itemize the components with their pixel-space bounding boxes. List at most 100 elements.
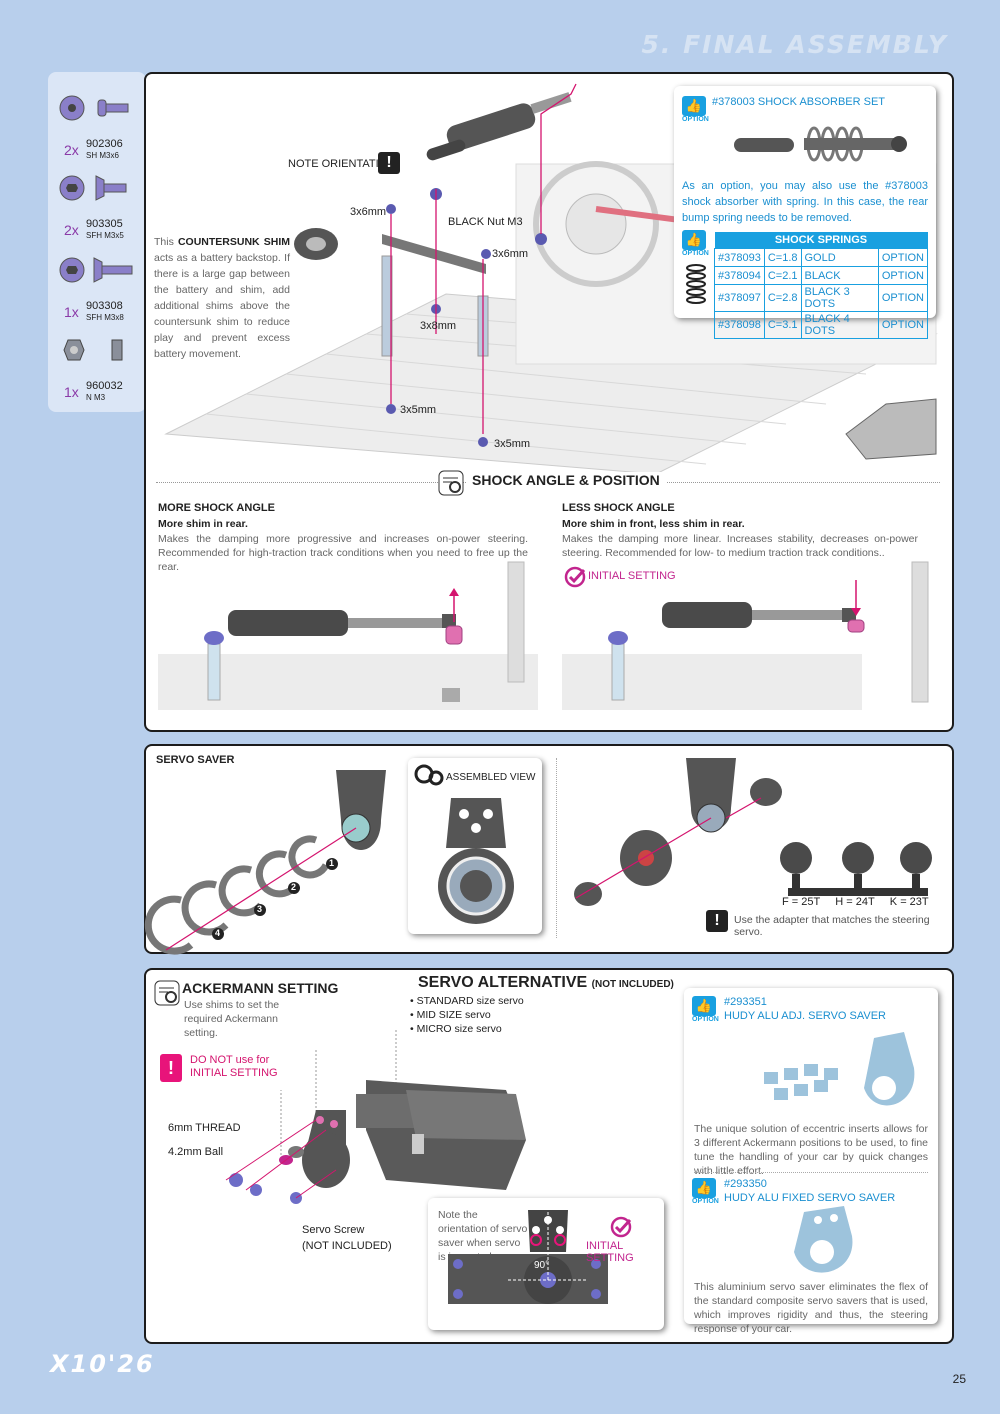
flat-head-screw-icon — [59, 257, 133, 283]
shock-angle-title: SHOCK ANGLE & POSITION — [466, 472, 666, 488]
divider — [556, 758, 557, 938]
nut-label: BLACK Nut M3 — [448, 216, 523, 228]
settings-icon — [154, 980, 180, 1006]
option-code: #293350 — [724, 1178, 767, 1190]
neutral-servo-diagram — [448, 1210, 608, 1304]
screw-label: 3x5mm — [494, 438, 531, 450]
neutral-note-box: Note the orientation of servo saver when… — [428, 1198, 664, 1330]
list-item: • MICRO size servo — [410, 1023, 502, 1035]
flat-head-screw-icon — [59, 175, 127, 201]
step-number: 2 — [291, 882, 297, 892]
part-qty: 1x — [64, 384, 79, 400]
warning-icon: ! — [378, 152, 400, 174]
alu-adj-servo-saver-illustration — [764, 1032, 915, 1106]
ball-label: 4.2mm Ball — [168, 1146, 224, 1158]
option-text: This aluminium servo saver eliminates th… — [694, 1281, 928, 1335]
warning-icon: ! — [706, 910, 728, 932]
divider — [694, 1172, 928, 1173]
servo-illustration — [225, 1030, 526, 1204]
main-assembly-panel: NOTE ORIENTATION ! This COUNTERSUNK SHIM… — [144, 72, 954, 732]
servo-saver-adapters — [574, 758, 932, 906]
list-item: • STANDARD size servo — [410, 995, 524, 1007]
do-not-label: DO NOT use for INITIAL SETTING — [190, 1054, 278, 1079]
servo-size-list: • STANDARD size servo • MID SIZE servo •… — [410, 994, 524, 1036]
step-number: 1 — [329, 858, 335, 868]
screw-label: 3x6mm — [492, 248, 529, 260]
ackermann-title: ACKERMANN SETTING — [182, 980, 339, 996]
more-shock-title: MORE SHOCK ANGLE — [158, 502, 275, 514]
thread-label: 6mm THREAD — [168, 1122, 241, 1134]
shock-absorber-illustration — [734, 126, 907, 162]
option-title: #378003 SHOCK ABSORBER SET — [712, 96, 886, 108]
check-icon — [610, 1216, 632, 1238]
servo-saver-exploded — [144, 770, 386, 955]
ackermann-servo-panel: ACKERMANN SETTING Use shims to set the r… — [144, 968, 954, 1344]
spring-table-title: SHOCK SPRINGS — [714, 232, 928, 249]
settings-icon — [438, 470, 464, 496]
part-qty: 1x — [64, 304, 79, 320]
step-number: 4 — [215, 928, 221, 938]
less-shock-subtitle: More shim in front, less shim in rear. — [562, 518, 745, 530]
adapter-note: Use the adapter that matches the steerin… — [734, 914, 930, 938]
button-head-screw-icon — [59, 95, 129, 121]
step-number: 3 — [257, 904, 263, 914]
ackermann-text: Use shims to set the required Ackermann … — [184, 999, 280, 1039]
screw-label: 3x6mm — [350, 206, 387, 218]
servo-alt-title: SERVO ALTERNATIVE (NOT INCLUDED) — [418, 974, 674, 991]
warning-icon: ! — [160, 1054, 182, 1082]
shim-note: This COUNTERSUNK SHIM acts as a battery … — [154, 236, 290, 360]
servo-saver-assembled — [438, 798, 514, 924]
option-name: HUDY ALU FIXED SERVO SAVER — [724, 1192, 896, 1204]
nut-icon — [63, 339, 123, 361]
adapter-sizes: F = 25T H = 24T K = 23T — [782, 896, 929, 908]
alu-fixed-servo-saver-illustration — [794, 1206, 853, 1273]
part-qty: 2x — [64, 222, 79, 238]
check-icon — [564, 566, 586, 588]
list-item: • MID SIZE servo — [410, 1009, 491, 1021]
servo-screw-label: Servo Screw (NOT INCLUDED) — [302, 1224, 392, 1252]
screw-label: 3x5mm — [400, 404, 437, 416]
assembled-view-label: ASSEMBLED VIEW — [446, 772, 536, 783]
servo-saver-options-box: 👍OPTION #293351 HUDY ALU ADJ. SERVO SAVE… — [684, 988, 938, 1335]
servo-saver-title: SERVO SAVER — [156, 754, 235, 766]
spring-icon — [686, 264, 706, 304]
product-logo: X10'26 — [50, 1350, 155, 1378]
option-name: HUDY ALU ADJ. SERVO SAVER — [724, 1010, 887, 1022]
section-title: 5. FINAL ASSEMBLY — [641, 30, 948, 59]
initial-setting-label: INITIAL SETTING — [586, 1240, 634, 1264]
part-qty: 2x — [64, 142, 79, 158]
more-shock-diagram — [158, 561, 538, 710]
less-shock-diagram — [562, 561, 929, 710]
more-shock-text: Makes the damping more progressive and i… — [158, 533, 528, 573]
more-shock-subtitle: More shim in rear. — [158, 518, 248, 530]
initial-setting-label: INITIAL SETTING — [588, 570, 676, 582]
note-orientation-label: NOTE ORIENTATION — [288, 158, 396, 170]
shock-option-box: 👍OPTION #378003 SHOCK ABSORBER SET As an… — [674, 86, 936, 339]
assembled-view-box: ASSEMBLED VIEW — [408, 758, 542, 934]
thumbs-up-icon: 👍OPTION — [682, 96, 709, 123]
option-code: #293351 — [724, 996, 767, 1008]
thumbs-up-icon: 👍OPTION — [692, 996, 719, 1023]
less-shock-text: Makes the damping more linear. Increases… — [562, 533, 918, 559]
page-number: 25 — [952, 1372, 966, 1386]
option-text: The unique solution of eccentric inserts… — [694, 1123, 928, 1177]
gears-icon — [414, 764, 444, 786]
angle-label: 90° — [534, 1260, 550, 1271]
less-shock-title: LESS SHOCK ANGLE — [562, 502, 675, 514]
servo-saver-panel: SERVO SAVER 1 2 3 4 ASSEMBLED VIEW — [144, 744, 954, 955]
thumbs-up-icon: 👍OPTION — [682, 230, 709, 257]
